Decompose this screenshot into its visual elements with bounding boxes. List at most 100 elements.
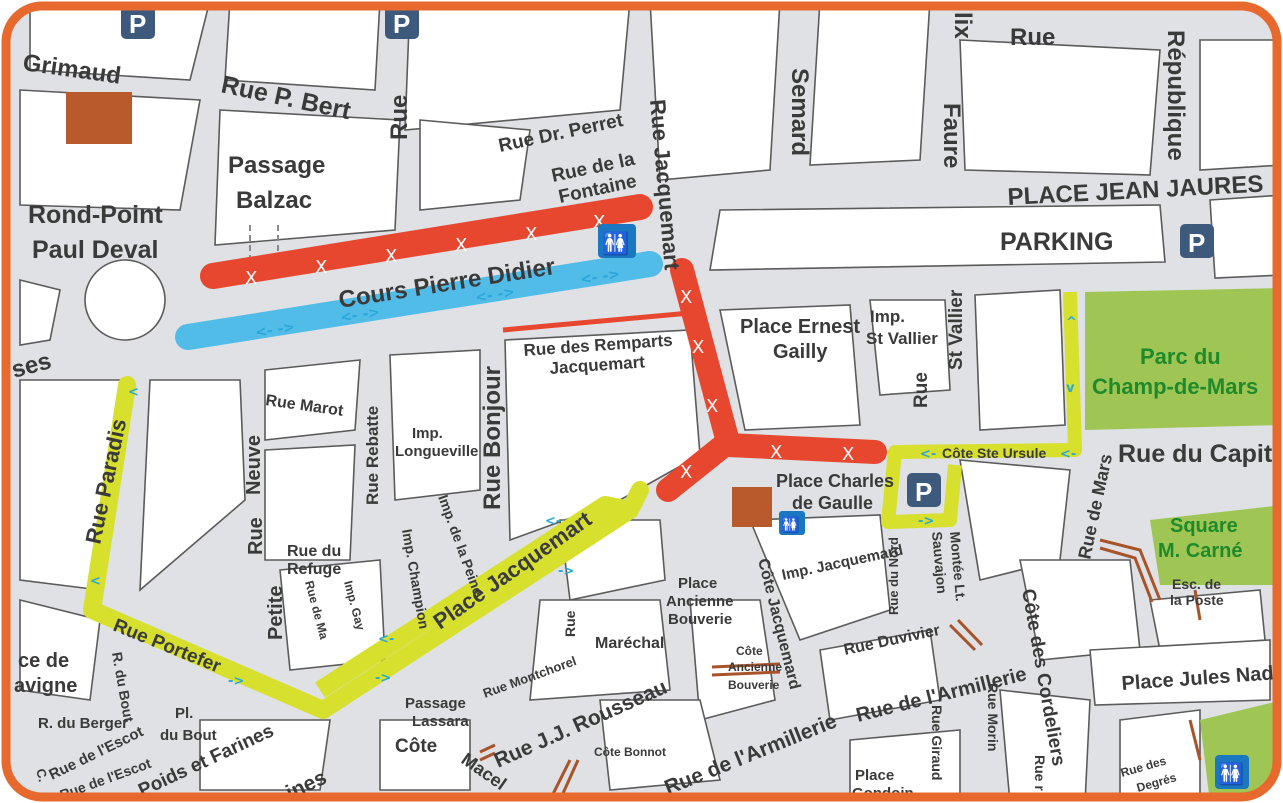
svg-text:X: X xyxy=(770,442,782,463)
label-neuve: Neuve xyxy=(243,435,265,495)
svg-text:P: P xyxy=(915,477,932,507)
label-bouverie: Bouverie xyxy=(668,611,732,628)
label-square: Square xyxy=(1170,515,1238,537)
svg-text:->: -> xyxy=(375,671,391,686)
label-rue-top-left: Rue xyxy=(386,95,413,140)
label-rue-r: Rue r xyxy=(1032,755,1048,791)
svg-text:X: X xyxy=(680,287,692,308)
building-grimaud xyxy=(66,92,132,144)
label-republique: République xyxy=(1162,30,1189,161)
toilets-icon: 🚻 xyxy=(779,511,805,535)
label-montee: Montée Lt. xyxy=(947,531,969,602)
label-parking: PARKING xyxy=(1000,228,1113,256)
label-rue-top: Rue xyxy=(1010,24,1055,51)
label-passage: Passage xyxy=(228,152,325,179)
label-parc-du: Parc du xyxy=(1140,344,1221,369)
label-longueville: Longueville xyxy=(395,443,478,460)
label-du-bout: du Bout xyxy=(160,727,217,744)
parking-icon: P xyxy=(385,6,419,39)
label-ancienne: Ancienne xyxy=(666,593,734,610)
label-rue-du: Rue du xyxy=(287,543,341,560)
svg-text:X: X xyxy=(680,462,692,483)
label-cote: Côte xyxy=(395,736,437,757)
label-ce-de: ce de xyxy=(18,650,69,672)
label-bouverie-small: Bouverie xyxy=(728,678,780,692)
svg-text:<-: <- xyxy=(920,447,936,462)
yellow-routes: < < -> -> <- -> <- ^ v <- <- -> xyxy=(83,291,1082,719)
svg-text:<- ->: <- -> xyxy=(254,319,296,341)
svg-text:X: X xyxy=(245,268,257,289)
label-place-ernest: Place Ernest xyxy=(740,316,860,338)
toilets-icon: 🚻 xyxy=(1215,755,1249,789)
stairs xyxy=(479,538,1202,797)
label-pl: Pl. xyxy=(175,705,193,722)
label-imp-longueville: Imp. xyxy=(412,425,443,442)
label-ancienne-small: Ancienne xyxy=(728,660,782,674)
label-lix: lix xyxy=(949,12,976,39)
label-place-charles: Place Charles xyxy=(776,471,894,491)
svg-text:<- ->: <- -> xyxy=(339,304,381,326)
label-rue-du-capital: Rue du Capita xyxy=(1118,440,1283,468)
label-passage-2: Passage xyxy=(405,695,466,712)
label-esc-de: Esc. de xyxy=(1172,576,1221,592)
svg-text:->: -> xyxy=(918,514,934,529)
svg-text:<- ->: <- -> xyxy=(474,284,516,306)
label-rue-du-nord: Rue du Nord xyxy=(886,537,901,615)
building-charles-de-gaulle xyxy=(732,487,772,527)
svg-text:X: X xyxy=(692,337,704,358)
roundabout xyxy=(84,259,166,341)
svg-text:X: X xyxy=(525,224,537,245)
closed-routes: X X X X X X X X X X X X xyxy=(200,194,887,502)
label-m-carne: M. Carné xyxy=(1158,540,1242,562)
svg-text:🚻: 🚻 xyxy=(602,231,629,257)
label-lassara: Lassara xyxy=(412,713,469,730)
parking-icon: P xyxy=(907,473,941,507)
label-cote-small: Côte xyxy=(736,644,763,658)
label-champ-de-mars: Champ-de-Mars xyxy=(1092,374,1258,399)
label-paul-deval: Paul Deval xyxy=(32,236,158,264)
svg-text:X: X xyxy=(455,235,467,256)
svg-text:^: ^ xyxy=(1066,315,1077,330)
svg-text:P: P xyxy=(129,9,146,39)
svg-text:<-: <- xyxy=(545,514,561,529)
label-petite: Petite xyxy=(265,586,287,640)
label-c: C. xyxy=(33,767,51,783)
label-rue-rebatte: Rue Rebatte xyxy=(363,406,382,505)
svg-text:<- ->: <- -> xyxy=(579,266,621,288)
label-place: Place xyxy=(678,575,717,592)
label-gailly: Gailly xyxy=(773,341,828,363)
svg-text:X: X xyxy=(315,257,327,278)
svg-text:<: < xyxy=(90,574,101,589)
label-cote-bonnot: Côte Bonnot xyxy=(594,745,666,759)
label-rue-mid: Rue xyxy=(911,372,932,408)
svg-text:X: X xyxy=(706,396,718,417)
svg-text:->: -> xyxy=(228,674,244,689)
label-refuge: Refuge xyxy=(287,561,341,578)
label-sauvajon: Sauvajon xyxy=(929,531,950,594)
svg-text:P: P xyxy=(393,9,410,39)
svg-text:v: v xyxy=(1066,381,1075,396)
svg-text:🚻: 🚻 xyxy=(781,516,800,534)
svg-text:->: -> xyxy=(558,564,574,579)
svg-text:P: P xyxy=(1188,228,1205,258)
city-blocks xyxy=(19,6,1277,797)
parking-icon: P xyxy=(1180,224,1214,258)
park-champ-de-mars xyxy=(1085,288,1277,430)
svg-text:X: X xyxy=(385,246,397,267)
label-st-vallier: St Vallier xyxy=(946,289,967,370)
parking-badges: P P P P xyxy=(121,6,1214,507)
label-avigne: avigne xyxy=(14,675,77,697)
label-rue-left: Rue xyxy=(245,517,267,555)
label-cote-ste-ursule: Côte Ste Ursule xyxy=(942,445,1046,461)
label-rue-bonjour: Rue Bonjour xyxy=(479,366,506,510)
label-rue-short: Rue xyxy=(562,610,578,637)
svg-text:<: < xyxy=(128,385,139,400)
svg-text:🚻: 🚻 xyxy=(1218,761,1244,786)
label-st-vallier-imp: St Vallier xyxy=(866,329,938,348)
label-faure: Faure xyxy=(938,103,965,168)
label-r-du-berger: R. du Berger xyxy=(38,715,128,732)
svg-text:<-: <- xyxy=(1060,447,1076,462)
label-rue-morin: Rue Morin xyxy=(985,683,1001,751)
